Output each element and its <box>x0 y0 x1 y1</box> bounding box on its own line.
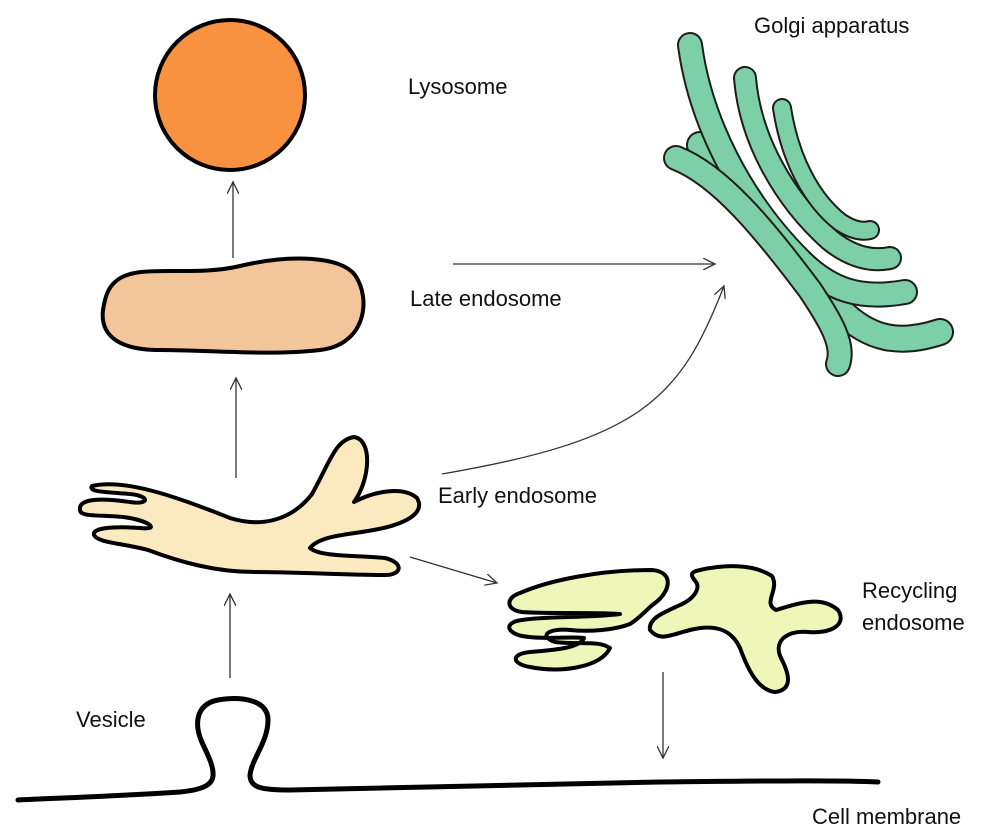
label-vesicle: Vesicle <box>76 707 146 732</box>
label-late-endosome: Late endosome <box>410 286 562 311</box>
label-early-endosome: Early endosome <box>438 483 597 508</box>
label-recycling-endosome-line2: endosome <box>862 610 965 635</box>
lysosome <box>155 20 305 170</box>
arrow-early-to-recycling <box>410 557 497 583</box>
label-lysosome: Lysosome <box>408 74 507 99</box>
recycling-endosome <box>509 570 668 669</box>
cell-membrane <box>18 699 878 800</box>
arrow-early-to-golgi <box>442 286 724 474</box>
golgi-apparatus <box>676 45 940 364</box>
label-recycling-endosome-line1: Recycling <box>862 578 957 603</box>
early-endosome <box>80 437 419 575</box>
recycling-endosome-branch <box>650 566 841 692</box>
label-golgi-apparatus: Golgi apparatus <box>754 13 909 38</box>
late-endosome <box>103 259 364 353</box>
label-cell-membrane: Cell membrane <box>812 804 961 829</box>
